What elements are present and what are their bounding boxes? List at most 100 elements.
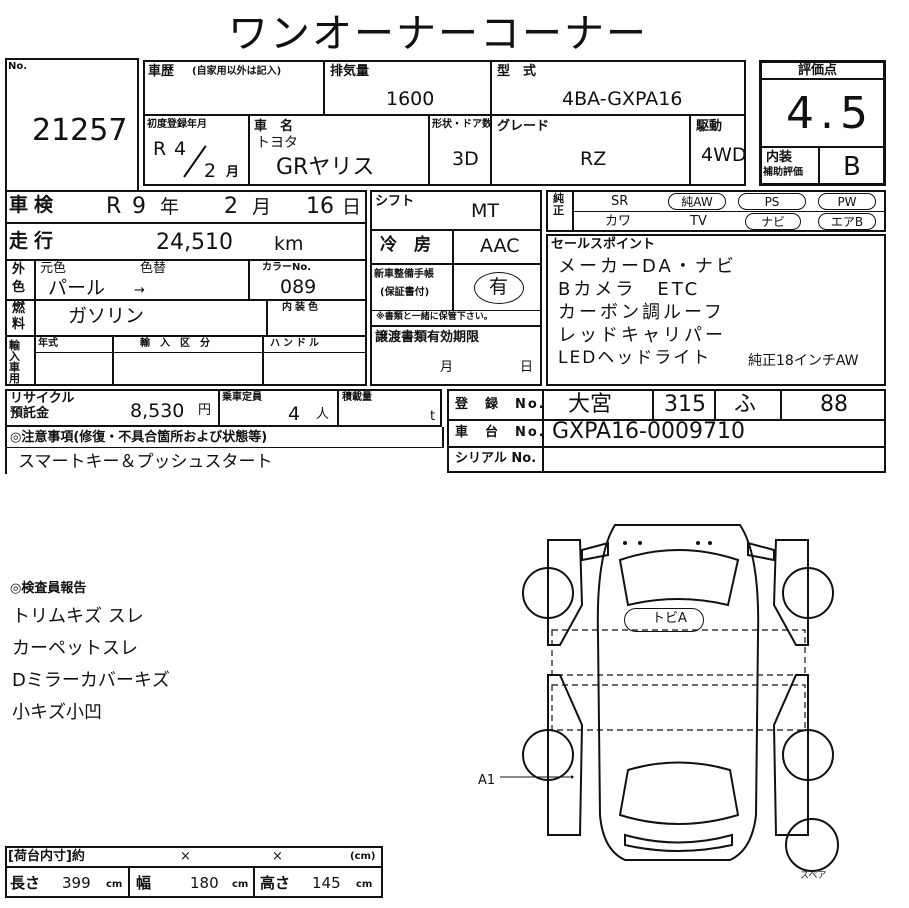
history-note: (自家用以外は記入) <box>192 66 282 77</box>
inspector-line-4: 小キズ小凹 <box>12 702 102 723</box>
orig-color-label: 元色 <box>40 261 67 276</box>
history-label: 車歴 <box>148 64 175 79</box>
equip-navi: ナビ <box>745 213 801 230</box>
sheet-title: ワンオーナーコーナー <box>228 11 648 57</box>
import-class-label: 輸 入 区 分 <box>140 338 210 349</box>
interior-label-2: 補助評価 <box>763 167 803 178</box>
transfer-day: 日 <box>520 360 534 375</box>
warranty-note: ※書類と一緒に保管下さい。 <box>376 312 493 322</box>
spare-label: スペア <box>800 871 827 881</box>
cargo-x2: × <box>272 849 283 864</box>
notes-label: ◎注意事項(修復・不具合箇所および状態等) <box>10 430 268 445</box>
sales-line-5: LEDヘッドライト <box>558 348 712 368</box>
first-reg-year: 4 <box>174 138 187 160</box>
height-unit: cm <box>356 879 373 890</box>
height-label: 高さ <box>260 874 291 892</box>
serial-label: シリアル No. <box>455 451 537 466</box>
drive-label: 駆動 <box>696 119 723 134</box>
ac-value: AAC <box>480 235 520 257</box>
color-code-label: カラーNo. <box>262 262 312 273</box>
sales-line-1: メーカーDA・ナビ <box>558 256 737 277</box>
inspection-day: 16 <box>306 194 334 219</box>
inspector-line-2: カーペットスレ <box>12 638 138 659</box>
drive-value: 4WD <box>701 144 747 166</box>
first-reg-era: R <box>153 138 167 160</box>
inspection-block <box>5 190 367 386</box>
import-handle-label: ハンドル <box>270 338 322 349</box>
color-arrow: → <box>134 283 145 298</box>
color-side-2: 色 <box>12 280 26 295</box>
registration-class: 315 <box>664 392 706 417</box>
car-name: GRヤリス <box>276 155 375 180</box>
equip-leather: カワ <box>605 214 632 229</box>
displacement-label: 排気量 <box>330 64 370 79</box>
lot-number-label: No. <box>8 61 28 72</box>
car-name-label: 車 名 <box>254 119 294 134</box>
cargo-x1: × <box>180 849 191 864</box>
equip-airbag: エアB <box>818 213 876 230</box>
interior-label-1: 内装 <box>766 150 793 165</box>
ac-label: 冷 房 <box>380 235 431 255</box>
equip-sr: SR <box>611 194 629 209</box>
fuel-side-1: 燃 <box>12 301 26 316</box>
registration-kana: ふ <box>734 392 757 417</box>
recycle-block <box>5 389 442 427</box>
recycle-unit: 円 <box>198 403 212 418</box>
front-damage-mark: トビA <box>652 611 687 626</box>
length-value: 399 <box>62 874 91 892</box>
fuel-value: ガソリン <box>68 305 145 327</box>
color-code: 089 <box>280 276 317 298</box>
height-value: 145 <box>312 874 341 892</box>
registration-number: 88 <box>820 392 848 417</box>
capacity-unit: 人 <box>316 407 330 422</box>
import-side-label: 輸入車用 <box>9 339 20 385</box>
model-code-value: 4BA-GXPA16 <box>562 88 683 110</box>
car-damage-diagram <box>500 524 839 872</box>
first-reg-label: 初度登録年月 <box>147 119 207 130</box>
equip-tv: TV <box>690 214 707 229</box>
recycle-label-2: 預託金 <box>10 406 50 421</box>
sales-line-3: カーボン調ルーフ <box>558 302 725 323</box>
cargo-dimensions <box>5 846 383 898</box>
sales-line-2: Bカメラ ETC <box>558 279 701 300</box>
lot-number: 21257 <box>32 113 128 148</box>
cargo-unit-paren: (cm) <box>350 851 376 862</box>
model-code-label: 型 式 <box>497 64 537 79</box>
width-unit: cm <box>232 879 249 890</box>
first-reg-month: 2 <box>204 160 217 182</box>
chassis-value: GXPA16-0009710 <box>552 419 745 444</box>
first-reg-month-unit: 月 <box>226 165 240 180</box>
sales-extra: 純正18インチAW <box>748 353 859 369</box>
transfer-month: 月 <box>440 360 454 375</box>
cargo-label: [荷台内寸]約 <box>8 849 85 864</box>
length-label: 長さ <box>10 874 41 892</box>
warranty-label-1: 新車整備手帳 <box>374 269 434 280</box>
body-type-value: 3D <box>452 148 479 170</box>
shift-block <box>370 190 542 386</box>
side-damage-mark: A1 <box>478 773 496 788</box>
transfer-label: 譲渡書類有効期限 <box>375 330 480 345</box>
warranty-value: 有 <box>489 276 509 298</box>
inspection-label: 車検 <box>9 194 60 216</box>
width-value: 180 <box>190 874 219 892</box>
registration-block <box>447 389 886 473</box>
inspector-line-1: トリムキズ スレ <box>12 606 144 627</box>
score-box <box>759 60 886 186</box>
genuine-side-label: 純正 <box>553 192 564 217</box>
width-label: 幅 <box>136 874 152 892</box>
mileage-value: 24,510 <box>156 230 233 255</box>
interior-score: B <box>843 152 861 182</box>
mileage-unit: km <box>274 233 304 255</box>
load-label: 積載量 <box>342 392 372 403</box>
capacity-value: 4 <box>288 403 301 425</box>
inspection-year: 9 <box>132 194 146 219</box>
inspection-era: R <box>106 194 122 219</box>
grade-value: RZ <box>580 148 607 170</box>
color-side-1: 外 <box>12 262 26 277</box>
color-value: パール <box>48 277 106 299</box>
grade-label: グレード <box>497 119 550 134</box>
equip-alloy-wheel: 純AW <box>668 193 726 210</box>
fuel-side-2: 料 <box>12 317 26 332</box>
equip-ps: PS <box>738 193 806 210</box>
warranty-label-2: (保証書付) <box>380 287 430 298</box>
